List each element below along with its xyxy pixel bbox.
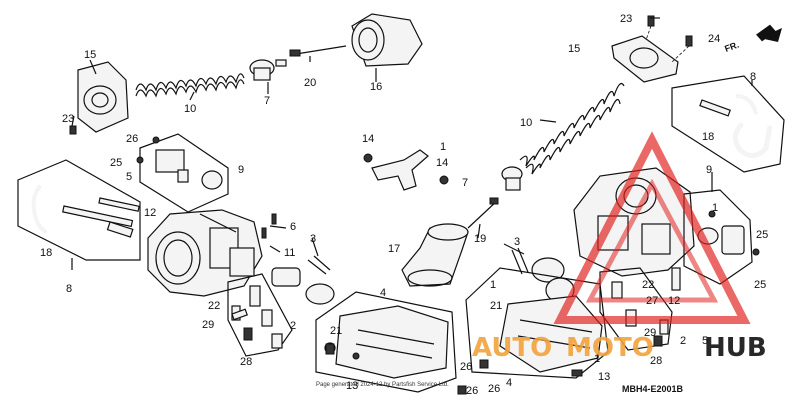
callout-label: 1 (440, 141, 446, 153)
callout-label: 10 (184, 103, 196, 115)
watermark-text-moto: MOTO (566, 333, 654, 363)
footer-text: Page generated 2024-12 by Partsfish Serv… (316, 382, 449, 388)
callout-label: 22 (642, 279, 654, 291)
callout-label: 21 (490, 300, 502, 312)
callout-label: 1 (594, 353, 600, 365)
callout-label: 18 (40, 247, 52, 259)
callout-label: 22 (208, 300, 220, 312)
callout-label: 29 (202, 319, 214, 331)
group-outline-4 (315, 291, 457, 393)
callout-label: 15 (568, 43, 580, 55)
pilot-screw-parts (231, 285, 283, 349)
callout-label: 26 (460, 361, 472, 373)
front-direction-arrow (756, 24, 782, 42)
callout-label: 5 (126, 171, 132, 183)
intake-boot-17 (401, 223, 469, 287)
callout-label: 16 (370, 81, 382, 93)
needle-holder-left (249, 59, 287, 81)
callout-label: 9 (238, 164, 244, 176)
piston-left (351, 13, 423, 67)
valve-parts-3-11 (271, 255, 335, 305)
callout-label: 8 (66, 283, 72, 295)
callout-label: 28 (240, 356, 252, 368)
callout-label: 26 (488, 383, 500, 395)
direction-label: FR. (723, 40, 740, 54)
callout-label: 17 (388, 243, 400, 255)
callout-label: 3 (310, 233, 316, 245)
callout-label: 26 (126, 133, 138, 145)
callout-label: 12 (668, 295, 680, 307)
screws-right-top (645, 15, 693, 63)
callout-labels: 15 23 10 20 16 7 26 25 9 5 12 18 8 6 11 … (40, 13, 768, 397)
callout-label: 4 (380, 287, 386, 299)
callout-label: 12 (144, 207, 156, 219)
callout-label: 8 (750, 71, 756, 83)
leader-lines (71, 17, 753, 270)
callout-label: 15 (84, 49, 96, 61)
group-outline-2-right (599, 267, 673, 351)
group-outline-4-right (465, 267, 609, 379)
top-cover-left (77, 61, 129, 133)
callout-label: 25 (754, 279, 766, 291)
spring-left (135, 73, 245, 98)
callout-label: 2 (680, 335, 686, 347)
callout-label: 18 (702, 131, 714, 143)
group-outline-9 (139, 133, 229, 213)
hose-18-left (31, 184, 48, 234)
callout-label: 1 (490, 279, 496, 291)
screw-set-6 (261, 213, 277, 239)
callout-label: 2 (290, 320, 296, 332)
float-chamber-parts (136, 136, 223, 190)
callout-label: 9 (706, 164, 712, 176)
callout-label: 21 (330, 325, 342, 337)
screw-23-left (69, 125, 77, 135)
spring-right (519, 83, 625, 175)
group-outline-8-right (671, 75, 785, 173)
callout-label: 27 (646, 295, 658, 307)
callout-label: 11 (284, 247, 295, 259)
callout-label: 20 (304, 77, 316, 89)
joint-pipe-14 (363, 149, 449, 191)
callout-label: 25 (756, 229, 768, 241)
watermark-text-hub: HUB (704, 333, 767, 363)
callout-label: 24 (708, 33, 720, 45)
jet-parts-5-12 (62, 197, 140, 238)
callout-label: 7 (264, 95, 270, 107)
screws-bottom-right (325, 343, 583, 395)
callout-label: 29 (644, 327, 656, 339)
callout-label: 19 (474, 233, 486, 245)
callout-label: 6 (290, 221, 296, 233)
top-cover-right (611, 35, 679, 83)
diagram-code: MBH4-E2001B (622, 384, 684, 394)
callout-label: 25 (110, 157, 122, 169)
callout-label: 5 (702, 335, 708, 347)
hose-18-right (699, 94, 773, 158)
group-outline-2 (227, 273, 293, 357)
callout-label: 7 (462, 177, 468, 189)
callout-label: 13 (346, 380, 358, 392)
needle-holder-right (501, 166, 523, 191)
needle-left (289, 45, 347, 57)
callout-label: 1 (712, 202, 718, 214)
callout-label: 3 (514, 236, 520, 248)
watermark-text-auto: AUTO (472, 333, 552, 363)
callout-label: 4 (506, 377, 512, 389)
callout-label: 13 (598, 371, 610, 383)
float-bowl-left (324, 305, 449, 379)
group-outline-9-right (683, 189, 753, 285)
group-outline-8-left (17, 159, 141, 261)
callout-label: 14 (436, 157, 448, 169)
callout-label: 28 (650, 355, 662, 367)
callout-label: 23 (62, 113, 74, 125)
callout-label: 23 (620, 13, 632, 25)
callout-label: 10 (520, 117, 532, 129)
callout-label: 14 (362, 133, 374, 145)
needle-right (467, 197, 499, 229)
callout-label: 26 (466, 385, 478, 397)
carburetor-body-left (147, 209, 263, 297)
watermark-logo: AUTO MOTO HUB (472, 131, 767, 363)
